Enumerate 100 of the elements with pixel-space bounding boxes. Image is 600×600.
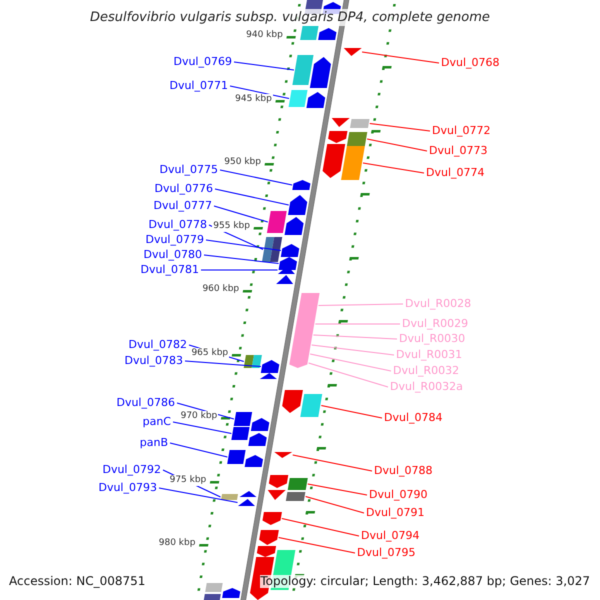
gene-label: Dvul_0777 (153, 199, 212, 212)
leader-line (292, 454, 372, 472)
position-label: 960 kbp (201, 284, 240, 295)
gene-feature (234, 412, 252, 426)
gene-label: Dvul_R0031 (396, 348, 462, 361)
gene-feature (250, 418, 270, 431)
gene-feature (350, 119, 370, 128)
gene-feature (231, 427, 250, 440)
gene-feature (288, 478, 308, 490)
gene-feature (332, 118, 350, 127)
gene-label: Dvul_R0032 (393, 364, 460, 377)
gene-feature (282, 390, 303, 413)
gene-label: Dvul_0784 (384, 411, 443, 424)
leader-line (158, 488, 238, 503)
gene-label: Dvul_0788 (374, 464, 433, 477)
gene-feature (205, 583, 223, 592)
gene-label: Dvul_R0032a (390, 380, 463, 393)
gene-label: Dvul_0783 (124, 354, 183, 367)
gene-feature (310, 57, 331, 88)
gene-feature (227, 450, 246, 464)
leader-line (170, 442, 228, 458)
gene-feature (262, 512, 282, 525)
gene-feature (288, 195, 308, 215)
position-label: 950 kbp (223, 157, 262, 168)
gene-label: panC (142, 415, 171, 428)
leader-line (308, 362, 388, 388)
genome-info-label: Topology: circular; Length: 3,462,887 bp; Genes: 3,027 (260, 575, 590, 588)
leader-line (220, 170, 293, 186)
leader-line (281, 518, 360, 536)
gene-label: Dvul_0794 (361, 529, 420, 542)
gene-label: Dvul_0768 (441, 56, 500, 69)
gene-label: Dvul_R0028 (405, 297, 472, 310)
gene-label: Dvul_0776 (154, 182, 213, 195)
gene-feature (253, 557, 274, 575)
leader-line (310, 354, 392, 372)
position-label: 955 kbp (212, 221, 251, 232)
gene-label: Dvul_0772 (432, 124, 491, 137)
leader-line (318, 304, 404, 306)
gene-label: Dvul_0780 (143, 248, 202, 261)
gene-label: Dvul_0769 (173, 55, 232, 68)
gene-label: Dvul_0774 (426, 166, 485, 179)
leader-line (320, 405, 382, 418)
gene-feature (289, 358, 308, 368)
gene-feature (292, 180, 310, 190)
gene-feature (244, 455, 264, 467)
gene-feature (203, 594, 221, 600)
gene-feature (266, 211, 287, 233)
gene-feature (286, 492, 306, 501)
gene-label: Dvul_0773 (429, 144, 488, 157)
gene-feature (248, 433, 267, 446)
leader-line (278, 537, 356, 554)
leader-line (204, 254, 280, 264)
gene-feature (292, 55, 314, 85)
accession-label: Accession: NC_008751 (9, 575, 146, 588)
gene-feature (222, 588, 240, 598)
diagram-title: Desulfovibrio vulgaris subsp. vulgaris DP4, complete genome (90, 9, 490, 26)
leader-line (184, 360, 262, 367)
leader-line (366, 138, 428, 152)
gene-feature (318, 28, 336, 40)
leader-line (162, 470, 222, 498)
gene-feature (268, 475, 288, 488)
leader-line (362, 162, 424, 174)
gene-feature (259, 530, 279, 545)
position-label: 980 kbp (158, 538, 196, 549)
gene-feature (276, 275, 294, 284)
leader-line (176, 402, 234, 420)
gene-feature (288, 90, 308, 107)
gene-label: Dvul_R0030 (399, 332, 466, 345)
gene-feature (221, 494, 238, 500)
position-label: 975 kbp (168, 475, 208, 486)
gene-label: Dvul_0792 (102, 463, 161, 476)
gene-feature (256, 546, 276, 557)
gene-feature (268, 490, 286, 500)
position-label: 940 kbp (245, 30, 284, 41)
gene-label: panB (140, 436, 168, 449)
leader-line (369, 123, 430, 132)
gene-feature (300, 394, 322, 417)
position-label: 945 kbp (234, 94, 273, 105)
leader-line (214, 206, 268, 222)
gene-label: Dvul_0782 (128, 338, 187, 351)
leader-line (307, 484, 368, 496)
gene-label: Dvul_0775 (159, 163, 218, 176)
gene-feature (274, 452, 292, 458)
gene-label: Dvul_0778 (148, 218, 207, 231)
gene-feature (280, 244, 300, 257)
leader-line (312, 334, 398, 340)
leader-line (234, 62, 294, 70)
gene-label: Dvul_R0029 (402, 317, 468, 330)
gene-label: Dvul_0781 (140, 263, 199, 276)
position-label: 970 kbp (180, 411, 218, 422)
position-label: 965 kbp (190, 348, 230, 359)
gene-feature (341, 146, 365, 180)
leader-line (305, 496, 364, 514)
leader-line (172, 422, 232, 434)
gene-label: Dvul_0786 (116, 396, 175, 409)
gene-feature (278, 257, 298, 270)
gene-label: Dvul_0795 (357, 546, 416, 559)
gene-feature (238, 499, 255, 506)
gene-feature (306, 92, 326, 108)
gene-label: Dvul_0790 (369, 488, 428, 501)
